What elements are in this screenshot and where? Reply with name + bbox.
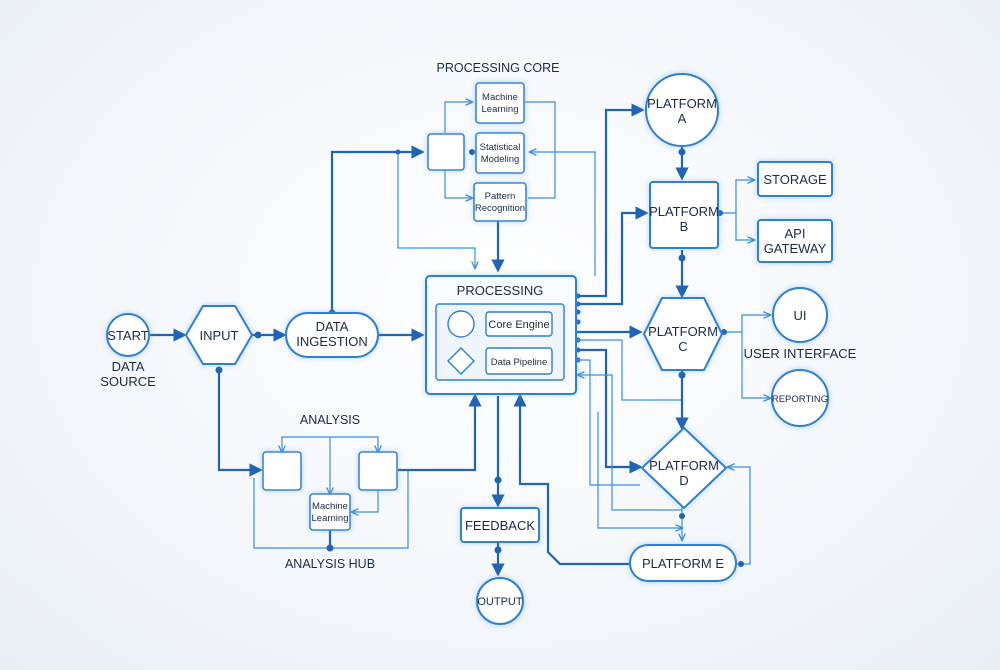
- api-gateway-line2: GATEWAY: [764, 241, 827, 256]
- platform-e-label: PLATFORM E: [642, 556, 724, 571]
- start-node[interactable]: START: [106, 313, 150, 357]
- edge-c-ui: [722, 315, 770, 333]
- reporting-label: REPORTING: [772, 394, 828, 405]
- processing-core-entry-box[interactable]: [427, 133, 465, 171]
- platform-c-line2: C: [678, 339, 687, 354]
- statistical-modeling-node[interactable]: Statistical Modeling: [475, 132, 525, 174]
- data-ingestion-line2: INGESTION: [296, 334, 368, 349]
- platform-c-line1: PLATFORM: [648, 324, 718, 339]
- ui-node[interactable]: UI: [772, 287, 828, 343]
- platform-d-line1: PLATFORM: [649, 458, 719, 473]
- stat-line2: Modeling: [481, 154, 520, 165]
- analysis-title: ANALYSIS: [300, 413, 360, 427]
- processing-node[interactable]: PROCESSING Core Engine Data Pipeline: [425, 275, 577, 395]
- edge-thin-d-proc: [578, 375, 682, 511]
- core-engine-box[interactable]: [485, 311, 553, 337]
- edge-core-ml: [444, 102, 472, 133]
- platform-d-node[interactable]: PLATFORM D: [640, 426, 728, 510]
- analysis-right-box[interactable]: [358, 451, 398, 491]
- edge-ml-pattern: [525, 101, 556, 199]
- core-engine-symbol: [447, 310, 475, 338]
- platform-a-line1: PLATFORM: [647, 96, 717, 111]
- data-source-line1: DATA: [112, 359, 145, 374]
- pattern-recognition-node[interactable]: Pattern Recognition: [473, 182, 527, 222]
- ml-hub-line2: Learning: [312, 513, 349, 524]
- edge-core-pattern: [444, 170, 472, 198]
- edge-analysis-right-ml: [352, 490, 379, 512]
- user-interface-caption: USER INTERFACE: [744, 346, 857, 361]
- platform-b-node[interactable]: PLATFORM B: [649, 181, 719, 249]
- platform-b-line2: B: [680, 219, 689, 234]
- analysis-hub-title: ANALYSIS HUB: [285, 557, 375, 571]
- machine-learning-hub-node[interactable]: Machine Learning: [309, 493, 351, 531]
- edge-input-analysis: [217, 370, 263, 477]
- feedback-label: FEEDBACK: [465, 518, 535, 533]
- processing-label: PROCESSING: [457, 283, 544, 298]
- reporting-node[interactable]: REPORTING: [771, 369, 829, 427]
- data-source-line2: SOURCE: [100, 374, 156, 389]
- ml-top-line2: Learning: [482, 104, 519, 115]
- feedback-node[interactable]: FEEDBACK: [460, 507, 540, 543]
- input-node[interactable]: INPUT: [184, 305, 254, 365]
- start-label: START: [107, 328, 148, 343]
- platform-e-node[interactable]: PLATFORM E: [629, 544, 737, 582]
- data-pipeline-symbol: [447, 347, 475, 375]
- core-engine-label: Core Engine: [488, 319, 549, 331]
- pattern-line2: Recognition: [475, 203, 525, 214]
- edge-b-storage: [718, 180, 754, 214]
- ml-hub-line1: Machine: [312, 501, 348, 512]
- edge-thin-proc-d: [576, 339, 682, 401]
- edge-thin-proc-e2: [597, 412, 682, 528]
- edge-e-processing: [513, 393, 630, 566]
- edge-proc-platform-b: [576, 206, 649, 306]
- api-gateway-line1: API: [785, 226, 806, 241]
- edge-thin-proc-e: [576, 359, 640, 486]
- edge-proc-platform-d: [576, 348, 643, 474]
- edge-analysis-processing: [398, 393, 482, 472]
- platform-a-line2: A: [678, 111, 687, 126]
- output-node[interactable]: OUTPUT: [476, 577, 524, 625]
- data-pipeline-box[interactable]: [485, 347, 553, 375]
- edge-b-api: [735, 213, 754, 240]
- platform-b-line1: PLATFORM: [649, 204, 719, 219]
- data-ingestion-line1: DATA: [316, 319, 349, 334]
- storage-node[interactable]: STORAGE: [757, 161, 833, 197]
- edge-feedback-core: [530, 152, 596, 276]
- stat-line1: Statistical: [480, 142, 521, 153]
- api-gateway-node[interactable]: API GATEWAY: [757, 219, 833, 263]
- pattern-line1: Pattern: [485, 191, 516, 202]
- platform-a-node[interactable]: PLATFORM A: [645, 73, 719, 147]
- edge-proc-platform-a: [576, 103, 645, 298]
- input-label: INPUT: [200, 328, 239, 343]
- edge-ingestion-core: [330, 145, 425, 313]
- data-pipeline-label: Data Pipeline: [491, 357, 548, 368]
- machine-learning-top-node[interactable]: Machine Learning: [475, 82, 525, 124]
- ui-label: UI: [794, 308, 807, 323]
- storage-label: STORAGE: [763, 172, 827, 187]
- processing-core-title: PROCESSING CORE: [437, 61, 560, 75]
- edge-c-reporting: [741, 332, 770, 398]
- platform-d-line2: D: [679, 473, 688, 488]
- platform-c-node[interactable]: PLATFORM C: [642, 297, 724, 371]
- data-ingestion-node[interactable]: DATA INGESTION: [285, 312, 379, 358]
- ml-top-line1: Machine: [482, 92, 518, 103]
- analysis-left-box[interactable]: [262, 451, 302, 491]
- output-label: OUTPUT: [477, 596, 523, 608]
- edge-core-loop: [397, 152, 475, 268]
